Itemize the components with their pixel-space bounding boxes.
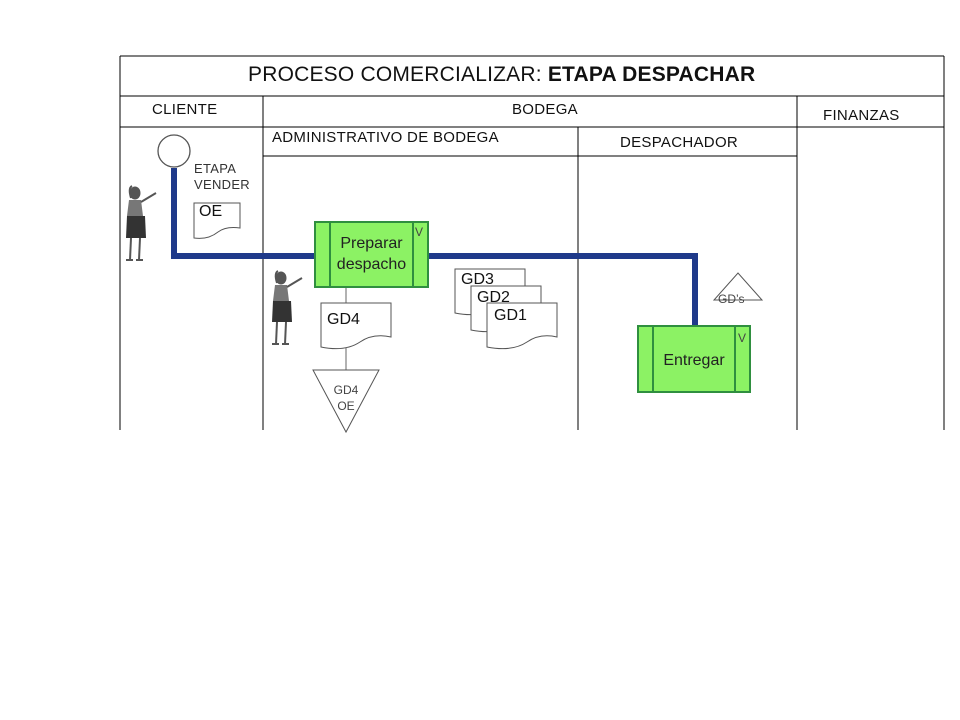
- process-preparar-label: Preparar despacho: [330, 233, 413, 275]
- sublane-label-despachador: DESPACHADOR: [620, 134, 739, 151]
- archive-gd4-oe-line2: OE: [337, 399, 355, 413]
- start-label-line2: VENDER: [194, 177, 250, 192]
- start-label-line1: ETAPA: [194, 161, 237, 176]
- archive-gd4-oe-line1: GD4: [333, 383, 359, 397]
- process-entregar-label: Entregar: [663, 352, 725, 369]
- document-oe-label: OE: [199, 203, 223, 220]
- process-entregar: [637, 325, 751, 393]
- document-oe: [193, 202, 241, 239]
- archive-gd4-oe: [312, 369, 380, 434]
- page-title: PROCESO COMERCIALIZAR: ETAPA DESPACHAR: [248, 63, 755, 87]
- document-gd3-label: GD3: [461, 271, 494, 288]
- lane-label-bodega: BODEGA: [512, 101, 578, 118]
- person-pointing-icon: [272, 270, 303, 345]
- archive-gd4-oe-label: GD4 OE: [330, 382, 362, 414]
- document-gd4: [320, 302, 392, 350]
- lane-label-cliente: CLIENTE: [152, 101, 218, 118]
- archive-gds: [712, 272, 764, 301]
- process-entregar-mark: V: [738, 331, 747, 345]
- start-event-circle: [157, 134, 191, 168]
- document-gd1-label: GD1: [494, 307, 527, 324]
- document-gd2-label: GD2: [477, 289, 510, 306]
- process-preparar-line1: Preparar: [340, 235, 403, 252]
- start-event-label: ETAPA VENDER: [194, 161, 250, 193]
- lane-label-finanzas: FINANZAS: [823, 107, 900, 124]
- document-gd4-label: GD4: [327, 311, 360, 328]
- archive-gds-label: GD’s: [718, 292, 745, 306]
- process-preparar-mark: V: [415, 225, 424, 239]
- process-preparar-despacho: [314, 221, 429, 288]
- sublane-label-administrativo: ADMINISTRATIVO DE BODEGA: [272, 129, 499, 146]
- person-pointing-icon: [126, 185, 157, 261]
- title-bold: ETAPA DESPACHAR: [547, 63, 756, 86]
- title-prefix: PROCESO COMERCIALIZAR:: [248, 63, 548, 86]
- document-gd1: [486, 302, 558, 350]
- process-preparar-line2: despacho: [336, 256, 407, 273]
- main-flow-line: [171, 168, 698, 326]
